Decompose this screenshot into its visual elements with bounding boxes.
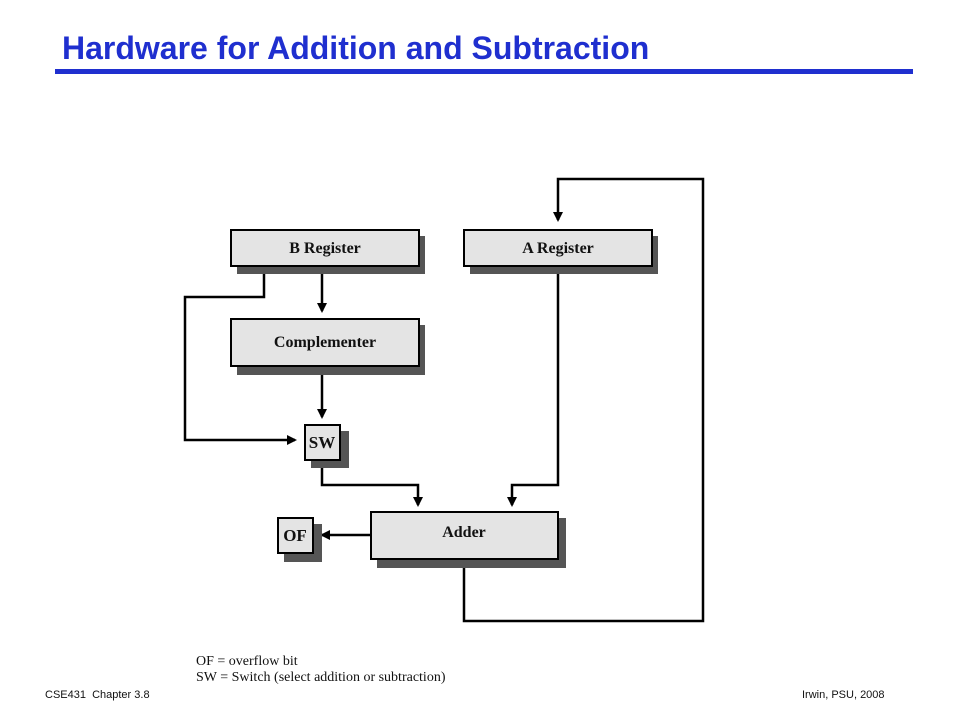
diagram-legend: OF = overflow bit SW = Switch (select ad… xyxy=(196,654,445,686)
b-register-block: B Register xyxy=(230,229,425,274)
a-register-label: A Register xyxy=(522,240,594,257)
b-to-sw-line xyxy=(183,266,297,445)
a-to-adder-line xyxy=(507,266,560,507)
feedback-line xyxy=(462,177,705,623)
sw-block: SW xyxy=(304,424,349,468)
adder-label: Adder xyxy=(442,524,486,541)
legend-sw: SW = Switch (select addition or subtract… xyxy=(196,670,446,685)
slide-title: Hardware for Addition and Subtraction xyxy=(62,30,650,66)
of-block: OF xyxy=(277,517,322,562)
footer-course: CSE431 Chapter 3.8 xyxy=(45,689,150,701)
sw-label: SW xyxy=(309,433,335,452)
legend-of: OF = overflow bit xyxy=(196,654,298,669)
of-label: OF xyxy=(283,526,307,545)
sw-to-adder-line xyxy=(320,460,423,507)
complementer-block: Complementer xyxy=(230,318,425,375)
footer-credit: Irwin, PSU, 2008 xyxy=(802,689,885,701)
b-register-label: B Register xyxy=(289,240,361,257)
a-register-block: A Register xyxy=(463,229,658,274)
title-underline xyxy=(55,69,913,74)
adder-block: Adder xyxy=(370,511,566,568)
complementer-label: Complementer xyxy=(274,334,376,351)
